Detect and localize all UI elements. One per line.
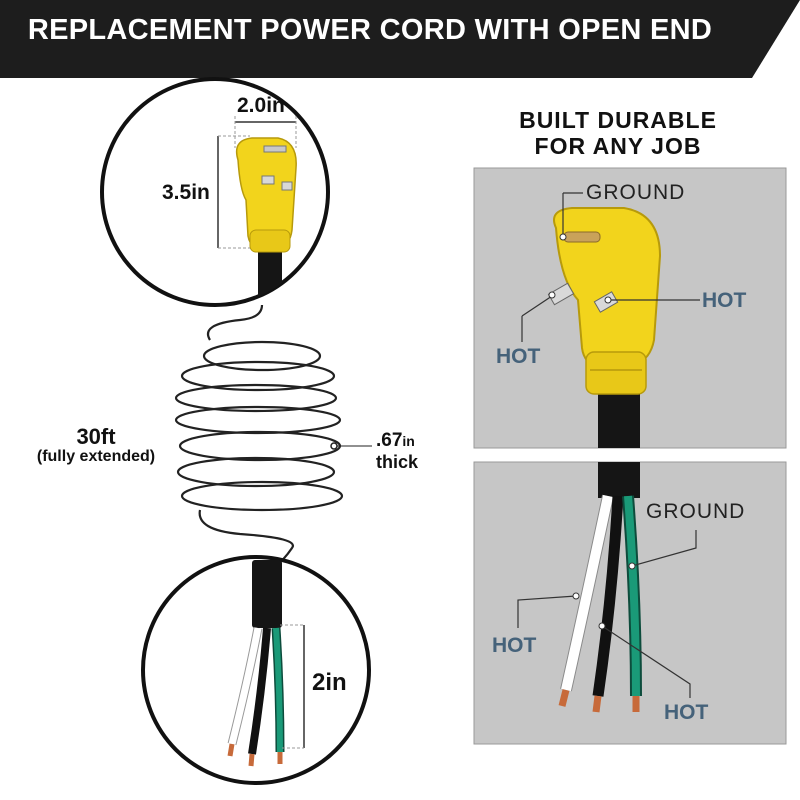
ground-pin — [263, 145, 287, 153]
plug-closeup-panel — [473, 167, 787, 449]
plug-width-label: 2.0in — [237, 94, 285, 117]
cord-length-label: 30ft — [76, 424, 116, 449]
header-banner: REPLACEMENT POWER CORD WITH OPEN END — [0, 0, 800, 78]
cord-length-note: (fully extended) — [36, 448, 156, 465]
plug-collar — [249, 229, 291, 253]
banner-shape — [0, 0, 800, 78]
plug-ground-label: GROUND — [586, 181, 686, 204]
wire-ground-label: GROUND — [646, 500, 746, 523]
wire-hot-right-label: HOT — [664, 701, 709, 724]
thickness-label: .67in — [376, 430, 415, 452]
heading-line-1: BUILT DURABLE — [519, 107, 717, 133]
black-wire — [248, 627, 271, 755]
hot-pin-1 — [261, 175, 275, 185]
wire-hot-left-label: HOT — [492, 634, 537, 657]
thickness-value: .67 — [376, 430, 403, 451]
green-wire — [273, 627, 283, 753]
thickness-unit: in — [402, 433, 415, 449]
cord-jacket — [252, 560, 282, 628]
white-wire — [228, 627, 262, 745]
hot-pin-2 — [281, 181, 293, 191]
heading-line-2: FOR ANY JOB — [534, 133, 702, 160]
open-end-detail-circle — [141, 555, 371, 785]
plug-hot-left-label: HOT — [496, 345, 541, 368]
durability-heading: BUILT DURABLE FOR ANY JOB — [468, 107, 768, 160]
banner-title: REPLACEMENT POWER CORD WITH OPEN END — [27, 14, 713, 46]
wires-closeup-panel — [473, 461, 787, 745]
thickness-word: thick — [376, 452, 419, 472]
strip-length-label: 2in — [312, 669, 347, 696]
plug-detail-circle — [100, 77, 330, 307]
plug-height-label: 3.5in — [162, 181, 210, 204]
plug-hot-right-label: HOT — [702, 289, 747, 312]
coiled-cord — [174, 304, 372, 573]
